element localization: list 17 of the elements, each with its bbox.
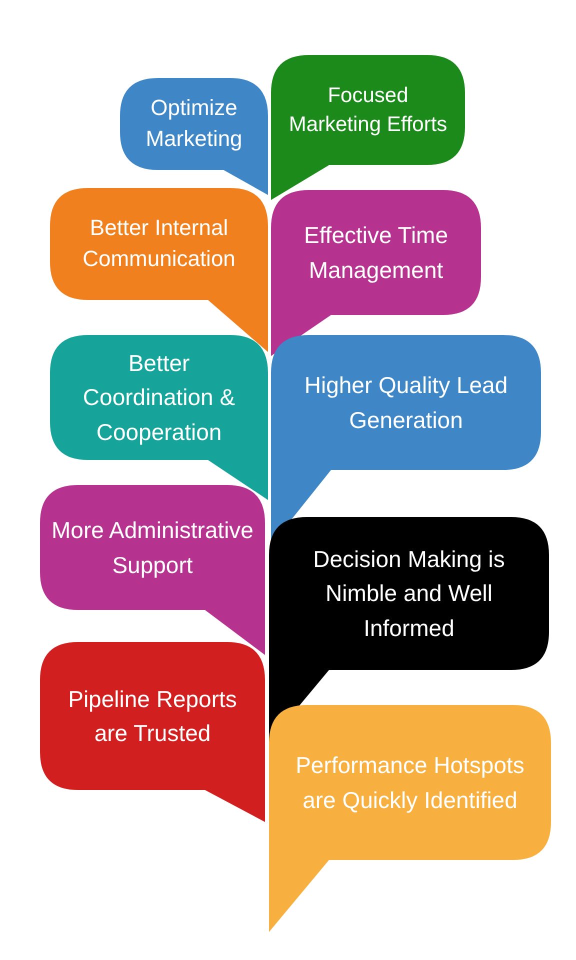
speech-bubble [271, 55, 465, 200]
speech-bubble [120, 78, 268, 195]
speech-bubble [40, 642, 265, 822]
bubble-text: Decision Making is Nimble and Well Informed [312, 544, 506, 643]
bubble-text: Pipeline Reports are Trusted [67, 684, 238, 748]
speech-bubble [271, 190, 481, 356]
bubble-text: More Administrative Support [50, 516, 254, 580]
bubble-text: Focused Marketing Efforts [288, 82, 448, 138]
speech-bubble [50, 335, 268, 500]
speech-bubble [269, 705, 551, 932]
speech-bubble [40, 485, 265, 655]
bubble-text: Performance Hotspots are Quickly Identified [294, 751, 526, 815]
bubble-text: Better Internal Communication [82, 214, 236, 273]
speech-bubble [50, 188, 268, 352]
bubble-text: Effective Time Management [302, 221, 450, 285]
bubble-text: Better Coordination & Cooperation [82, 348, 236, 447]
bubble-text: Optimize Marketing [144, 94, 244, 153]
